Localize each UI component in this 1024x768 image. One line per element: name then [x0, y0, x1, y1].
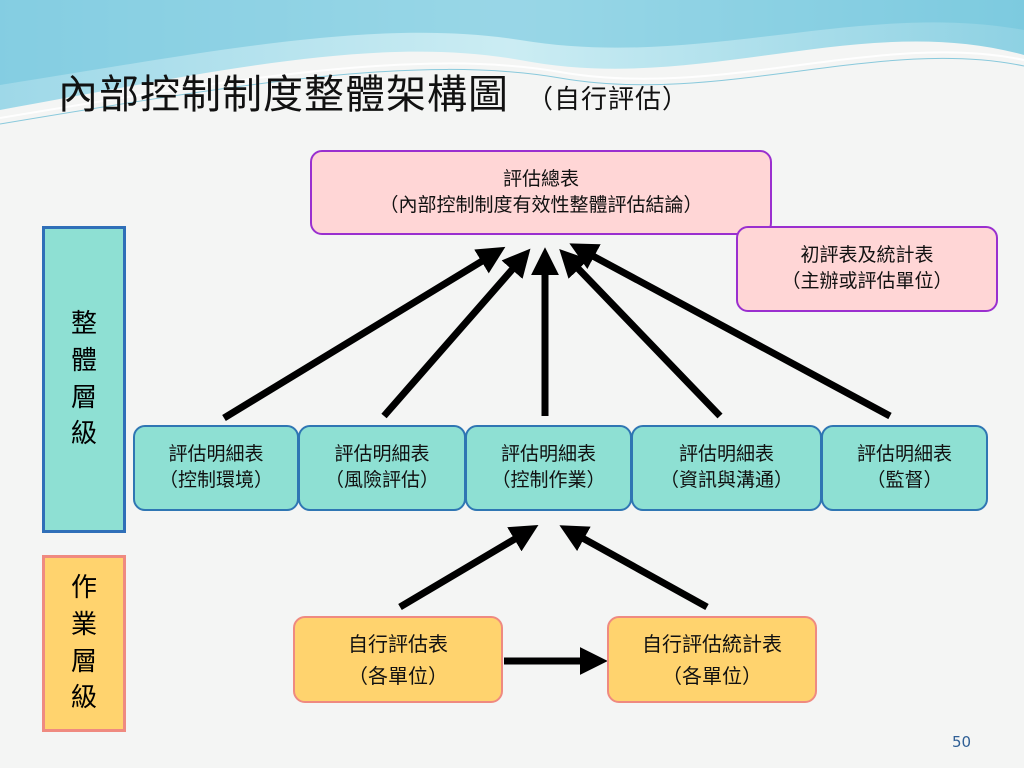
- arrow-risk-assessment: [381, 248, 531, 419]
- detail-box-title: 評估明細表: [168, 443, 264, 466]
- operation-level-char: 級: [70, 683, 97, 714]
- detail-box-title: 評估明細表: [500, 443, 596, 466]
- arrow-self-to-detail: [398, 525, 539, 611]
- overall-level-char: 級: [70, 419, 97, 450]
- detail-box-subtitle: （控制作業）: [491, 469, 606, 491]
- page-number: 50: [952, 733, 972, 751]
- overall-level-char: 整: [70, 308, 97, 339]
- self-box-title: 自行評估表: [348, 631, 448, 656]
- overall-level-char: 體: [70, 345, 97, 376]
- detail-box-control-environment: 評估明細表 （控制環境）: [133, 425, 299, 511]
- overall-level-label: 整 體 層 級: [42, 226, 126, 533]
- operation-level-label: 作 業 層 級: [42, 555, 126, 732]
- self-box-subtitle: （各單位）: [348, 663, 448, 688]
- arrow-stat-to-detail: [559, 525, 709, 611]
- detail-box-monitoring: 評估明細表 （監督）: [821, 425, 988, 511]
- detail-box-title: 評估明細表: [856, 443, 952, 466]
- title-main: 內部控制制度整體架構圖: [58, 72, 509, 118]
- detail-box-subtitle: （監督）: [866, 469, 943, 491]
- arrow-information-communication: [559, 248, 723, 419]
- overall-level-char: 層: [70, 382, 97, 413]
- initial-assessment-box: 初評表及統計表 （主辦或評估單位）: [736, 226, 998, 312]
- operation-level-char: 作: [70, 572, 97, 603]
- self-assessment-stat-box: 自行評估統計表 （各單位）: [607, 616, 817, 703]
- detail-box-subtitle: （風險評估）: [324, 469, 439, 491]
- self-assessment-box: 自行評估表 （各單位）: [293, 616, 503, 703]
- summary-box-subtitle: （內部控制制度有效性整體評估結論）: [379, 193, 703, 216]
- stat-box-title: 自行評估統計表: [642, 631, 782, 656]
- detail-box-control-activities: 評估明細表 （控制作業）: [465, 425, 632, 511]
- stat-box-subtitle: （各單位）: [662, 663, 762, 688]
- operation-level-char: 業: [70, 609, 97, 640]
- title-subtitle: （自行評估）: [527, 85, 690, 115]
- slide-title: 內部控制制度整體架構圖 （自行評估）: [58, 62, 689, 120]
- arrow-monitoring: [569, 243, 892, 420]
- summary-box: 評估總表 （內部控制制度有效性整體評估結論）: [310, 150, 772, 235]
- arrow-control-environment: [222, 246, 506, 421]
- initial-box-title: 初評表及統計表: [800, 244, 934, 267]
- detail-box-title: 評估明細表: [678, 443, 774, 466]
- detail-box-information-communication: 評估明細表 （資訊與溝通）: [631, 425, 822, 511]
- detail-box-title: 評估明細表: [334, 443, 430, 466]
- detail-box-subtitle: （資訊與溝通）: [659, 469, 793, 491]
- summary-box-title: 評估總表: [502, 167, 579, 190]
- detail-box-risk-assessment: 評估明細表 （風險評估）: [298, 425, 466, 511]
- wave-decoration: [0, 0, 1024, 125]
- initial-box-subtitle: （主辦或評估單位）: [781, 270, 953, 292]
- operation-level-char: 層: [70, 646, 97, 677]
- detail-box-subtitle: （控制環境）: [158, 469, 273, 491]
